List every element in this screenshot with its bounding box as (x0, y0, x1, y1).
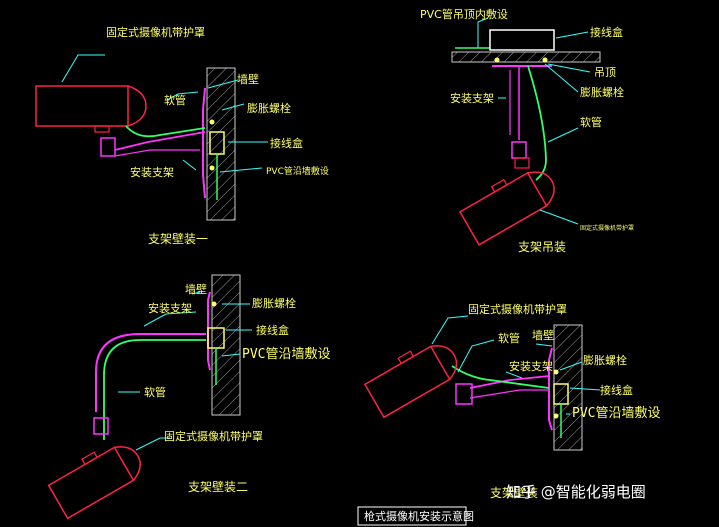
soft-hose (451, 365, 550, 389)
label-rod: 吊顶 (594, 66, 616, 79)
label-pvc: PVC管沿墙敷设 (242, 347, 330, 362)
label-hose: 软管 (498, 331, 520, 345)
label-box: 接线盒 (256, 323, 289, 337)
label-bolt: 膨胀螺栓 (580, 85, 624, 99)
leader-lines (477, 17, 591, 225)
camera-housing (47, 446, 141, 520)
expansion-bolt (494, 57, 500, 63)
diagram-ceiling-mount: PVC管吊顶内敷设 接线盒 吊顶 膨胀螺栓 安装支架 软管 固定式摄像机带护罩 … (420, 7, 634, 254)
soft-hose (103, 339, 206, 440)
label-wall: 墙壁 (532, 328, 554, 342)
camera-housing (363, 345, 458, 419)
label-small: 固定式摄像机带护罩 (580, 224, 634, 232)
label-bracket: 安装支架 (130, 165, 174, 179)
label-camera: 固定式摄像机带护罩 (468, 302, 567, 316)
label-hose: 软管 (580, 115, 602, 129)
label-bolt: 膨胀螺栓 (252, 296, 296, 310)
label-bolt: 膨胀螺栓 (247, 101, 291, 115)
label-bracket: 安装支架 (148, 301, 192, 315)
ceiling-section (451, 51, 601, 63)
expansion-bolt (211, 301, 217, 307)
drawing-title: 枪式摄像机安装示意图 (357, 506, 474, 526)
soft-hose (527, 65, 547, 181)
label-bracket: 安装支架 (450, 91, 494, 105)
bracket-arm (469, 375, 550, 389)
expansion-bolt (542, 57, 548, 63)
bracket-arm-lower (469, 389, 549, 399)
camera-mount (511, 141, 527, 159)
label-hose: 软管 (164, 93, 186, 107)
caption: 支架壁装二 (188, 479, 248, 494)
mount-plate (202, 87, 206, 199)
label-camera: 固定式摄像机带护罩 (164, 429, 263, 443)
diagram-wall-mount-3: 固定式摄像机带护罩 软管 墙壁 安装支架 膨胀螺栓 接线盒 PVC管沿墙敷设 支… (363, 302, 660, 500)
title-box (357, 506, 467, 526)
soft-hose (125, 125, 206, 138)
label-bolt: 膨胀螺栓 (583, 353, 627, 367)
bracket-arm (114, 131, 206, 151)
wall-section (206, 67, 236, 221)
leader-lines (431, 315, 601, 415)
label-pvc: PVC管吊顶内敷设 (420, 7, 508, 21)
label-hose: 软管 (144, 385, 166, 399)
diagram-wall-mount-2: 墙壁 安装支架 膨胀螺栓 接线盒 PVC管沿墙敷设 软管 固定式摄像机带护罩 支… (47, 274, 330, 520)
camera-mount (455, 383, 473, 405)
expansion-bolt (553, 413, 559, 419)
leader-lines (118, 291, 252, 451)
camera-mount (100, 137, 116, 157)
bracket-arm (95, 333, 206, 412)
label-wall: 墙壁 (185, 282, 207, 296)
label-bracket: 安装支架 (509, 359, 553, 373)
expansion-bolt (209, 165, 215, 171)
label-box: 接线盒 (600, 383, 633, 397)
camera-housing (459, 171, 555, 246)
watermark: 知乎 @智能化弱电圈 (506, 483, 646, 501)
camera-mount (514, 157, 530, 169)
diagram-wall-mount-1: 固定式摄像机带护罩 墙壁 软管 膨胀螺栓 接线盒 PVC管沿墙敷设 安装支架 支… (35, 25, 329, 246)
expansion-bolt (209, 119, 215, 125)
label-box: 接线盒 (590, 25, 623, 39)
expansion-bolt (553, 369, 559, 375)
label-pvc: PVC管沿墙敷设 (572, 406, 660, 421)
label-box: 接线盒 (270, 136, 303, 150)
caption: 支架壁装一 (148, 231, 208, 246)
camera-housing (35, 85, 147, 133)
bracket-arm-lower (114, 149, 200, 157)
wall-section (211, 274, 241, 416)
caption: 支架吊装 (518, 240, 566, 254)
label-camera: 固定式摄像机带护罩 (106, 25, 205, 39)
title-text: 枪式摄像机安装示意图 (364, 509, 474, 523)
label-pvc: PVC管沿墙敷设 (266, 165, 329, 177)
camera-mount (93, 417, 109, 435)
junction-box (489, 29, 555, 51)
label-wall: 墙壁 (237, 72, 259, 86)
caption: 支架壁装 (490, 485, 538, 500)
leader-lines (61, 54, 268, 173)
